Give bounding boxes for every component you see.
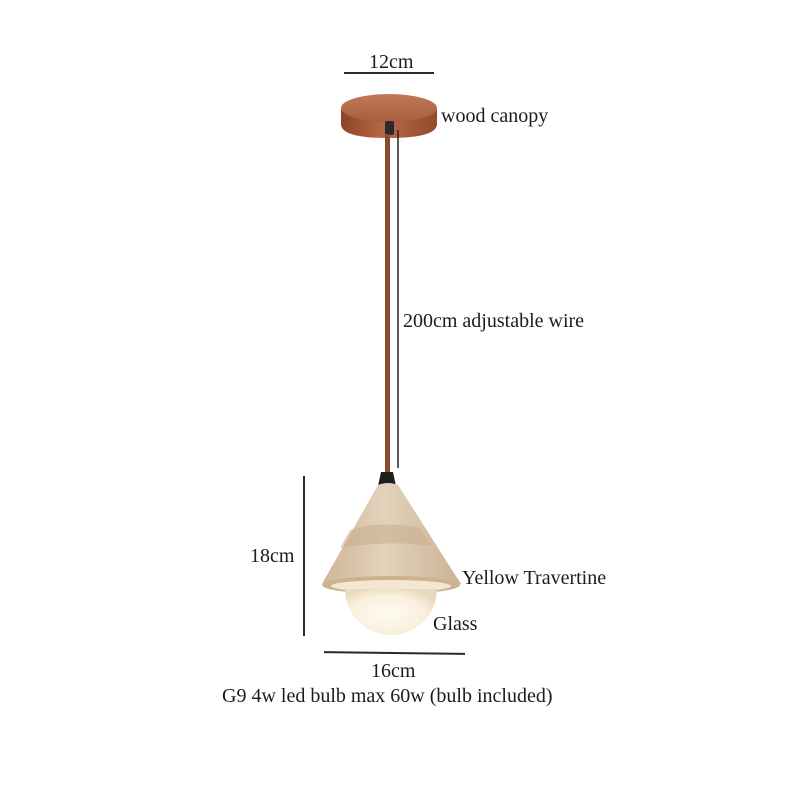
canopy-callout: wood canopy — [441, 105, 549, 127]
socket — [378, 472, 396, 486]
shade-callout: Yellow Travertine — [462, 567, 607, 589]
bulb-spec-footnote: G9 4w led bulb max 60w (bulb included) — [222, 685, 553, 707]
power-wire — [385, 134, 390, 474]
wood-canopy — [341, 94, 437, 138]
bulb-callout: Glass — [433, 613, 478, 635]
travertine-shade — [322, 483, 461, 594]
shade-height-line — [303, 476, 305, 636]
canopy-width-label: 12cm — [369, 51, 414, 73]
canopy-width-line — [344, 72, 434, 74]
canopy-clamp — [385, 121, 394, 135]
glass-bulb — [345, 589, 437, 635]
shade-height-label: 18cm — [250, 545, 295, 567]
wire-length-label: 200cm adjustable wire — [403, 310, 585, 332]
shade-width-label: 16cm — [371, 660, 416, 682]
